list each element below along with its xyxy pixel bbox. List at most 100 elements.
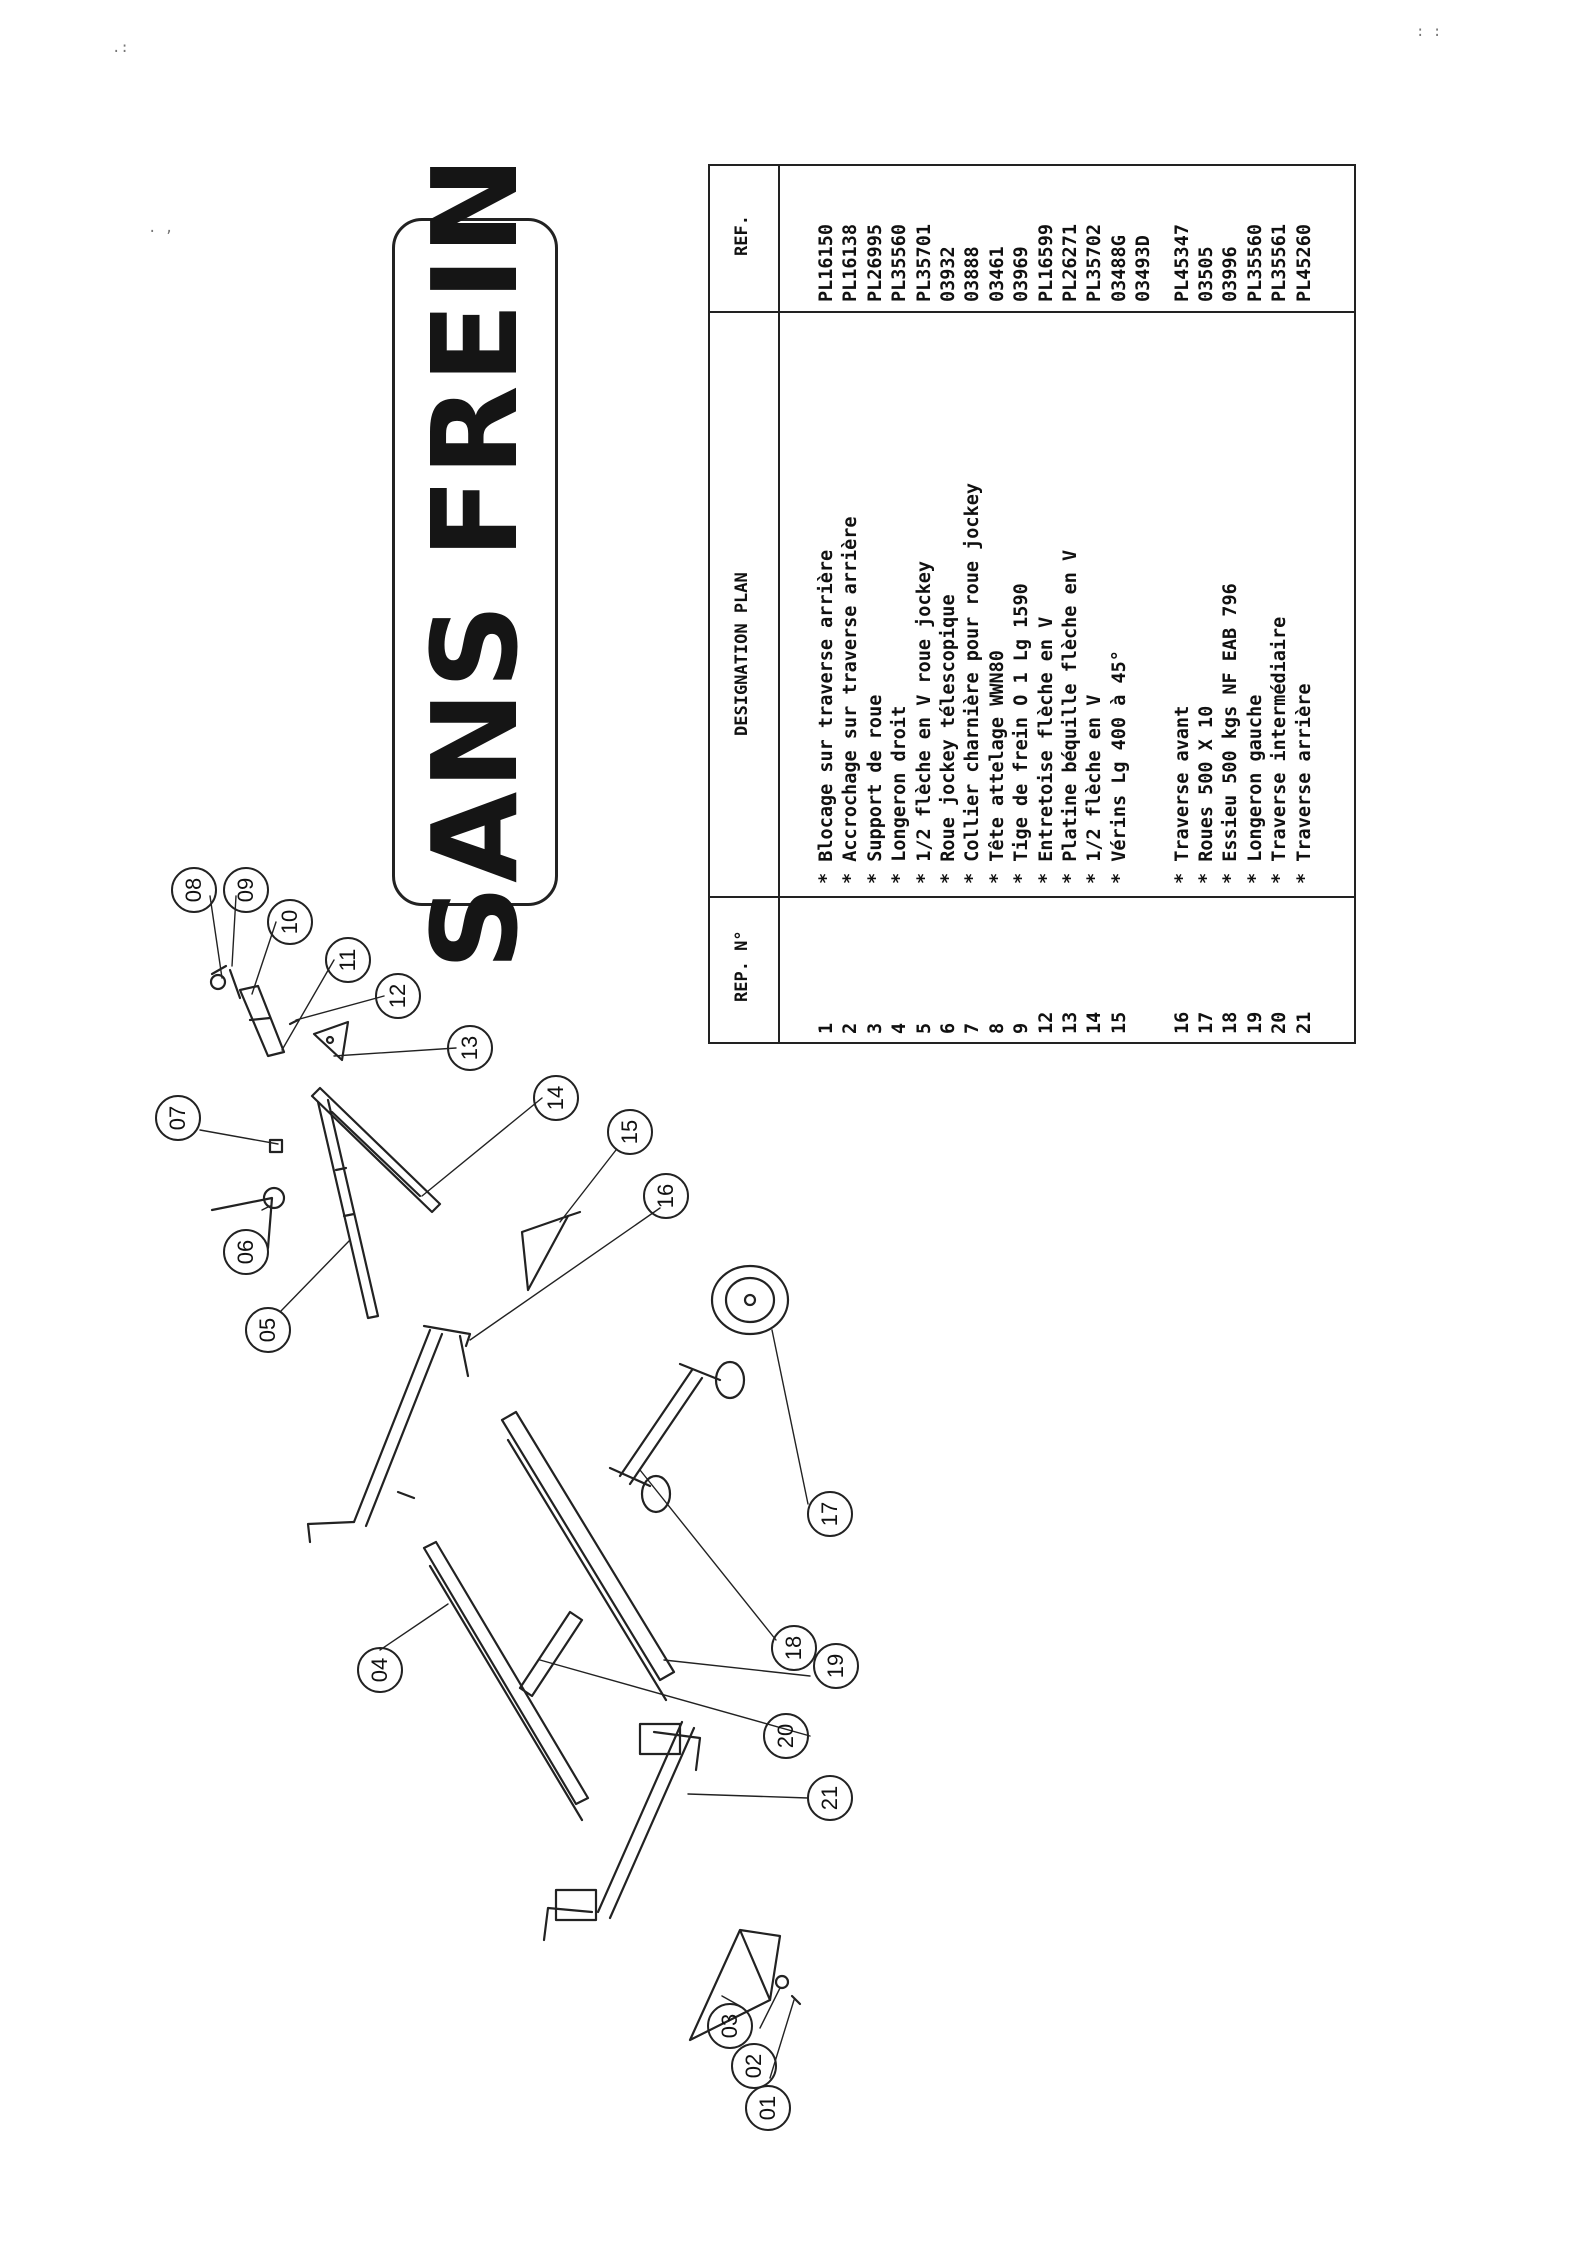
- part-12-pin: [288, 1018, 300, 1026]
- table-row-rep: 5: [913, 1022, 935, 1034]
- table-row-ref: PL35701: [913, 224, 935, 302]
- table-row-ref: 03505: [1196, 246, 1217, 302]
- scan-speck: .:: [112, 40, 129, 56]
- part-18-axle: [608, 1360, 746, 1514]
- callout-20: 20: [773, 1723, 798, 1749]
- part-21-rear-crossmember: [542, 1720, 702, 1942]
- table-row-rep: 21: [1293, 1011, 1315, 1034]
- table-row-ref: PL26995: [864, 224, 886, 302]
- table-row-ref: PL45260: [1293, 224, 1315, 302]
- table-row-rep: 7: [962, 1022, 984, 1034]
- part-17-wheel: [710, 1264, 790, 1336]
- table-row-designation: * Roue jockey télescopique: [938, 594, 959, 884]
- callout-09: 09: [233, 877, 258, 903]
- table-row-ref: PL35560: [1244, 224, 1266, 302]
- part-19-left-longeron: [500, 1410, 676, 1702]
- table-header-divider: [778, 166, 780, 1042]
- part-04-right-longeron: [422, 1540, 590, 1822]
- table-row-designation: * Blocage sur traverse arrière: [816, 549, 837, 884]
- table-row-rep: 9: [1011, 1022, 1033, 1034]
- scan-speck: : :: [1416, 24, 1442, 40]
- part-13-plate: [312, 1020, 350, 1062]
- table-row-designation: * Traverse intermédiaire: [1269, 616, 1291, 884]
- table-row-ref: 03888: [962, 246, 984, 302]
- table-row-rep: 4: [889, 1022, 911, 1034]
- callout-11: 11: [335, 948, 360, 972]
- callout-circles: [155, 867, 859, 2131]
- callout-15: 15: [617, 1119, 642, 1145]
- table-row-designation: * Platine béquille flèche en V: [1060, 549, 1081, 884]
- callout-19: 19: [823, 1653, 848, 1679]
- title-panel: SANS FREIN: [392, 154, 1114, 970]
- callout-06: 06: [233, 1239, 258, 1265]
- callout-14: 14: [543, 1085, 568, 1111]
- table-row-rep: 2: [840, 1022, 862, 1034]
- table-row-designation: * Longeron droit: [889, 705, 911, 884]
- table-row-ref: PL35561: [1269, 224, 1291, 302]
- table-row-rep: 6: [938, 1022, 959, 1034]
- table-row-designation: * 1/2 flèche en V: [1084, 694, 1106, 884]
- table-row-rep: 18: [1220, 1011, 1242, 1034]
- table-row-rep: 14: [1084, 1011, 1106, 1034]
- part-01-pin: [790, 1994, 802, 2006]
- table-row-rep: 15: [1108, 1011, 1130, 1034]
- callout-02: 02: [741, 2053, 766, 2079]
- callout-08: 08: [181, 877, 206, 903]
- table-row-ref: 03461: [986, 246, 1008, 302]
- leader-lines: [199, 895, 811, 2079]
- table-row-rep: 19: [1244, 1011, 1266, 1034]
- table-row-ref: PL26271: [1060, 224, 1081, 302]
- table-row-designation: * Roues 500 X 10: [1196, 705, 1217, 884]
- part-10-coupling-head: [238, 984, 286, 1058]
- table-row-rep: 1: [816, 1022, 837, 1034]
- table-row-designation: * Support de roue: [864, 694, 886, 884]
- table-row-ref: 03488G: [1108, 235, 1130, 302]
- table-column-divider: [710, 896, 1354, 898]
- table-row-ref: 03969: [1011, 246, 1033, 302]
- callout-13: 13: [457, 1035, 482, 1061]
- callout-10: 10: [277, 909, 302, 935]
- header-rep: REP. N°: [732, 930, 752, 1002]
- table-row-ref: 03493D: [1133, 235, 1155, 302]
- title-frame: SANS FREIN: [392, 154, 558, 970]
- callout-04: 04: [367, 1657, 392, 1683]
- part-20-intermediate-crossmember: [518, 1610, 584, 1698]
- table-row-designation: * Vérins Lg 400 à 45°: [1108, 650, 1130, 884]
- part-14-half-drawbar: [310, 1086, 442, 1214]
- part-15-leg-plate: [520, 1210, 582, 1292]
- part-02-washer: [774, 1974, 790, 1990]
- table-row-designation: * Longeron gauche: [1244, 694, 1266, 884]
- callout-07: 07: [165, 1105, 190, 1131]
- table-row-ref: PL16138: [840, 224, 862, 302]
- table-row-ref: 03996: [1220, 246, 1242, 302]
- table-row-ref: PL16599: [1035, 224, 1057, 302]
- part-16-front-crossmember: [306, 1324, 472, 1544]
- table-column-divider: [710, 311, 1354, 313]
- callout-18: 18: [781, 1635, 806, 1661]
- table-row-designation: * 1/2 flèche en V roue jockey: [913, 560, 935, 884]
- callout-17: 17: [817, 1501, 842, 1527]
- table-row-designation: * Accrochage sur traverse arrière: [840, 516, 862, 884]
- table-row-rep: 12: [1035, 1011, 1057, 1034]
- table-row-rep: 8: [986, 1022, 1008, 1034]
- table-row-designation: * Traverse avant: [1171, 705, 1193, 884]
- table-row-designation: * Essieu 500 kgs NF EAB 796: [1220, 583, 1242, 884]
- part-05-half-drawbar: [316, 1098, 380, 1320]
- header-designation: DESIGNATION PLAN: [732, 572, 752, 736]
- table-row-ref: PL35702: [1084, 224, 1106, 302]
- table-row-rep: 17: [1196, 1011, 1217, 1034]
- part-08-small: [209, 964, 242, 1000]
- table-row-designation: * Traverse arrière: [1293, 683, 1315, 884]
- callout-12: 12: [385, 983, 410, 1009]
- table-row-ref: PL35560: [889, 224, 911, 302]
- header-ref: REF.: [732, 215, 752, 256]
- callout-16: 16: [653, 1183, 678, 1209]
- table-row-rep: 16: [1171, 1011, 1193, 1034]
- page-title: SANS FREIN: [406, 154, 544, 970]
- callout-21: 21: [817, 1785, 842, 1811]
- parts-table-frame: REF. DESIGNATION PLAN REP. N° 1 * Blocage…: [708, 164, 1356, 1044]
- callout-05: 05: [255, 1317, 280, 1343]
- table-row-designation: * Collier charnière pour roue jockey: [962, 483, 984, 884]
- callout-01: 01: [755, 2095, 780, 2121]
